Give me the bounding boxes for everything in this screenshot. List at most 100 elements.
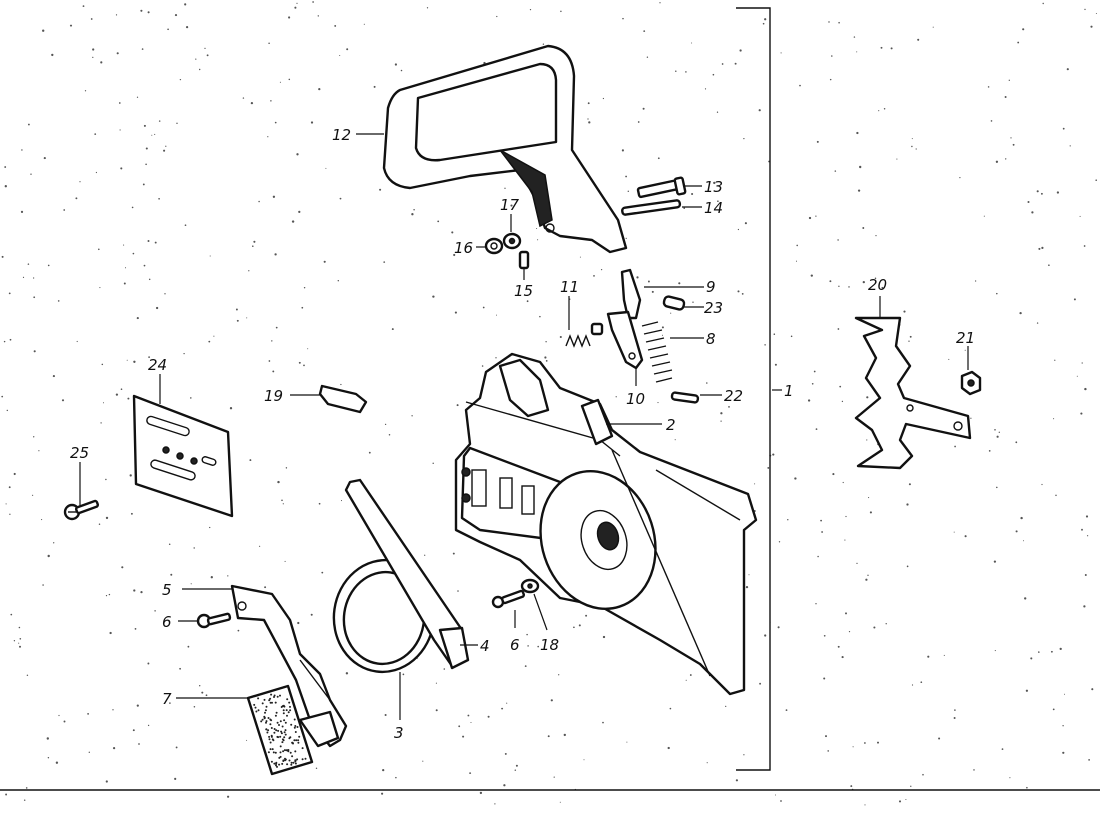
speck [132, 729, 135, 732]
speck [856, 562, 858, 565]
speck [132, 252, 135, 255]
speck [741, 293, 744, 295]
rasp-dot [296, 726, 299, 728]
speck [9, 338, 12, 341]
speck [544, 356, 547, 359]
speck [337, 279, 340, 282]
speck [296, 2, 298, 4]
speck [467, 714, 470, 717]
rasp-dot [270, 693, 273, 696]
speck [193, 706, 196, 708]
speck [896, 158, 898, 160]
rasp-dot [289, 709, 292, 712]
speck [165, 145, 167, 147]
pin-part-23 [662, 295, 686, 311]
speck [841, 400, 844, 403]
speck [739, 49, 742, 52]
label-part-15: 15 [514, 282, 533, 300]
speck [148, 278, 151, 281]
speck [18, 626, 21, 629]
speck [1052, 708, 1055, 711]
speck [227, 795, 230, 798]
speck [685, 679, 687, 681]
speck [136, 317, 139, 320]
speck [1066, 68, 1069, 71]
speck [27, 123, 30, 126]
speck [917, 38, 920, 41]
speck [615, 396, 617, 398]
label-part-18: 18 [540, 636, 559, 654]
speck [158, 120, 161, 122]
speck [470, 721, 472, 724]
speck [1022, 28, 1025, 31]
speck [272, 195, 276, 198]
speck [435, 709, 438, 712]
speck [190, 583, 192, 585]
speck [274, 253, 277, 256]
speck [625, 175, 628, 178]
speck [675, 70, 677, 73]
speck [339, 54, 341, 57]
speck [26, 674, 29, 677]
speck [795, 260, 798, 262]
speck [674, 439, 676, 441]
speck [1048, 264, 1050, 267]
speck [938, 737, 941, 740]
rasp-dot [288, 759, 291, 762]
rasp-dot [284, 733, 287, 736]
speck [317, 15, 320, 17]
speck [503, 784, 506, 787]
speck [25, 787, 28, 789]
speck [1085, 515, 1089, 518]
speck [737, 228, 740, 231]
speck [258, 200, 260, 203]
speck [1, 395, 4, 398]
nut-part-21 [960, 370, 982, 396]
speck [118, 102, 121, 104]
speck [554, 647, 557, 650]
speck [95, 171, 97, 174]
speck [815, 215, 817, 217]
speck [799, 84, 801, 87]
speck [170, 573, 173, 576]
speck [642, 107, 645, 110]
rasp-dot [284, 729, 287, 732]
speck [154, 610, 156, 612]
speck [120, 388, 123, 390]
speck [183, 352, 185, 355]
rasp-dot [293, 718, 296, 721]
rasp-dot [267, 717, 270, 719]
speck [136, 96, 139, 98]
rasp-dot [272, 751, 275, 754]
speck [126, 359, 128, 361]
speck [542, 43, 545, 45]
rasp-dot [283, 719, 286, 722]
speck [277, 480, 280, 484]
rasp-dot [295, 739, 298, 742]
speck [340, 383, 342, 386]
rasp-dot [280, 730, 283, 733]
rasp-dot [263, 715, 266, 718]
speck [764, 18, 767, 21]
speck [772, 453, 775, 456]
rasp-dot [292, 742, 294, 745]
rasp-dot [268, 735, 271, 738]
speck [794, 477, 797, 480]
rasp-dot [282, 712, 285, 715]
speck [1025, 689, 1029, 692]
speck [411, 415, 413, 417]
rasp-dot [292, 761, 295, 764]
speck [279, 81, 281, 83]
speck [154, 133, 156, 135]
speck [678, 282, 681, 285]
speck [147, 662, 150, 665]
speck [297, 621, 300, 625]
speck [813, 370, 816, 373]
part-labels: 12 13 14 16 17 15 11 9 23 8 10 22 2 1 19… [70, 126, 975, 742]
speck [537, 239, 539, 241]
speck [837, 328, 840, 330]
rasp-dot [270, 735, 273, 738]
speck [38, 450, 40, 452]
speck [767, 466, 770, 469]
rasp-dot [281, 741, 284, 744]
